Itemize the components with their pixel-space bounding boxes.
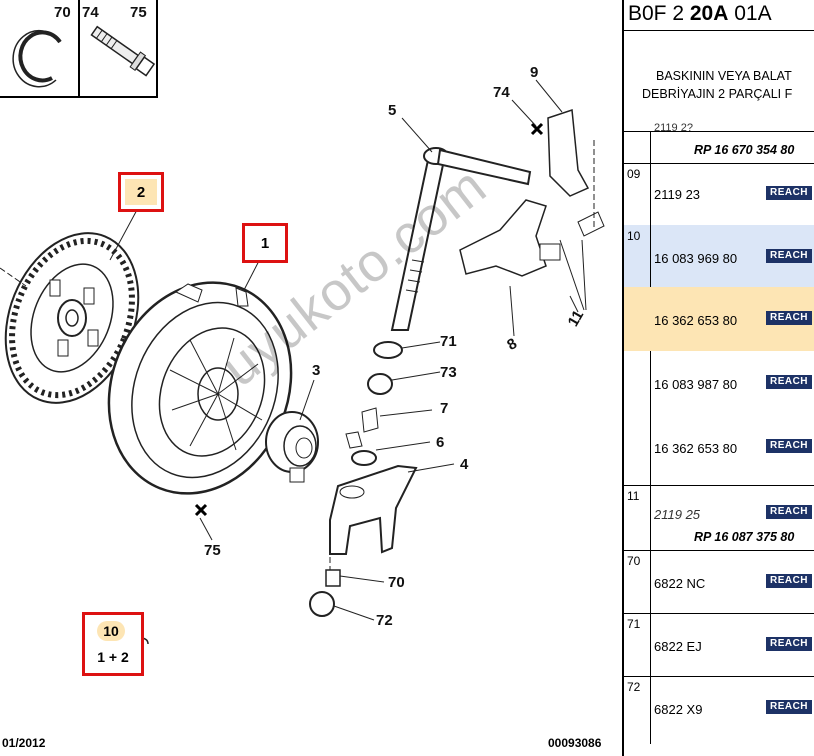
exploded-diagram: 70 74 75	[0, 0, 605, 750]
callout-74: 74	[493, 84, 510, 101]
part-number[interactable]: 16 362 653 80	[654, 313, 738, 328]
bracket-drawing	[459, 108, 605, 311]
title-prefix: B0F 2	[628, 2, 690, 25]
parts-row-70[interactable]: 70 6822 NC REACH	[624, 550, 814, 614]
reach-badge: REACH	[766, 574, 812, 588]
footer-date: 01/2012	[2, 736, 46, 750]
reach-badge: REACH	[766, 249, 812, 263]
reach-badge: REACH	[766, 311, 812, 325]
circlip-icon	[12, 29, 62, 88]
row-index: 72	[624, 676, 651, 744]
part-number[interactable]: 16 083 969 80	[654, 251, 738, 266]
row-index: 10	[624, 225, 651, 287]
clutch-drawing	[0, 79, 605, 645]
reach-badge: REACH	[766, 439, 812, 453]
parts-row-71[interactable]: 71 6822 EJ REACH	[624, 613, 814, 677]
part-number: 6822 X9	[654, 702, 703, 717]
parts-row-72[interactable]: 72 6822 X9 REACH	[624, 676, 814, 744]
part-number: 2119 2?	[654, 122, 693, 134]
legend-label-74: 74	[82, 4, 99, 21]
clutch-disc-drawing	[0, 232, 140, 404]
part-number: 2119 23	[654, 187, 701, 202]
release-fork-drawing	[329, 464, 418, 570]
row-index: 09	[624, 163, 651, 225]
callout-2-box: 2	[118, 172, 164, 212]
callout-4: 4	[460, 456, 469, 473]
callout-7: 7	[440, 400, 449, 417]
replacement-number: RP 16 670 354 80	[694, 143, 795, 157]
legend-label-75: 75	[130, 4, 147, 21]
callout-1-box: 1	[242, 223, 288, 263]
callout-9: 9	[530, 64, 539, 81]
release-bearing-drawing	[265, 411, 319, 483]
callout-5: 5	[388, 102, 397, 119]
bolt-icon	[90, 25, 156, 77]
row-index-label: 11	[627, 489, 640, 503]
row-index: 70	[624, 550, 651, 613]
shaft-small-parts-drawing	[345, 341, 403, 466]
header-line-1: BASKININ VEYA BALAT	[656, 69, 792, 83]
callout-75: 75	[204, 542, 221, 559]
reach-badge: REACH	[766, 505, 812, 519]
row-index: 71	[624, 613, 651, 676]
legend-box: 70 74 75	[0, 0, 158, 98]
parts-row-top-partial[interactable]: 2119 2? RP 16 670 354 80	[624, 122, 814, 164]
row-index-label: 71	[627, 617, 641, 631]
callout-73: 73	[440, 364, 457, 381]
row-index-label: 72	[627, 680, 641, 694]
row-index-label: 10	[627, 229, 641, 243]
callout-3: 3	[312, 362, 321, 379]
kit-group-number: 10	[97, 621, 125, 641]
row-index: 11	[624, 485, 651, 550]
row-index	[624, 131, 651, 163]
kit-group-content: 1 + 2	[97, 649, 129, 665]
footer-code: 00093086	[548, 736, 602, 750]
panel-title: B0F 2 20A 01A	[628, 2, 772, 26]
row-index-label: 70	[627, 554, 641, 568]
part-number: 6822 NC	[654, 576, 706, 591]
replacement-number: RP 16 087 375 80	[694, 530, 795, 544]
callout-2: 2	[125, 179, 157, 205]
part-number[interactable]: 16 083 987 80	[654, 377, 738, 392]
part-number: 6822 EJ	[654, 639, 702, 654]
fork-shaft-drawing	[390, 147, 532, 331]
reach-badge: REACH	[766, 700, 812, 714]
callout-70: 70	[388, 574, 405, 591]
callout-72: 72	[376, 612, 393, 629]
parts-row-11[interactable]: 11 2119 25 REACH RP 16 087 375 80	[624, 485, 814, 551]
panel-header: BASKININ VEYA BALAT DEBRİYAJIN 2 PARÇALI…	[624, 30, 814, 132]
header-line-2: DEBRİYAJIN 2 PARÇALI F	[642, 87, 793, 101]
part-number[interactable]: 16 362 653 80	[654, 441, 738, 456]
part-number: 2119 25	[654, 507, 701, 522]
row-index-label: 09	[627, 167, 641, 181]
reach-badge: REACH	[766, 186, 812, 200]
parts-list-panel: B0F 2 20A 01A BASKININ VEYA BALAT DEBRİY…	[622, 0, 814, 756]
parts-row-09[interactable]: 09 2119 23 REACH	[624, 163, 814, 226]
callout-6: 6	[436, 434, 445, 451]
kit-group-box: 10 1 + 2	[82, 612, 144, 676]
reach-badge: REACH	[766, 637, 812, 651]
callout-71: 71	[440, 333, 457, 350]
title-bold: 20A	[689, 2, 729, 25]
title-suffix: 01A	[728, 2, 772, 25]
reach-badge: REACH	[766, 375, 812, 389]
legend-label-70: 70	[54, 4, 71, 21]
callout-1: 1	[249, 230, 281, 256]
pressure-plate-drawing	[107, 281, 293, 495]
parts-row-10[interactable]: 10 16 083 969 80 REACH 16 362 653 80 REA…	[624, 225, 814, 486]
